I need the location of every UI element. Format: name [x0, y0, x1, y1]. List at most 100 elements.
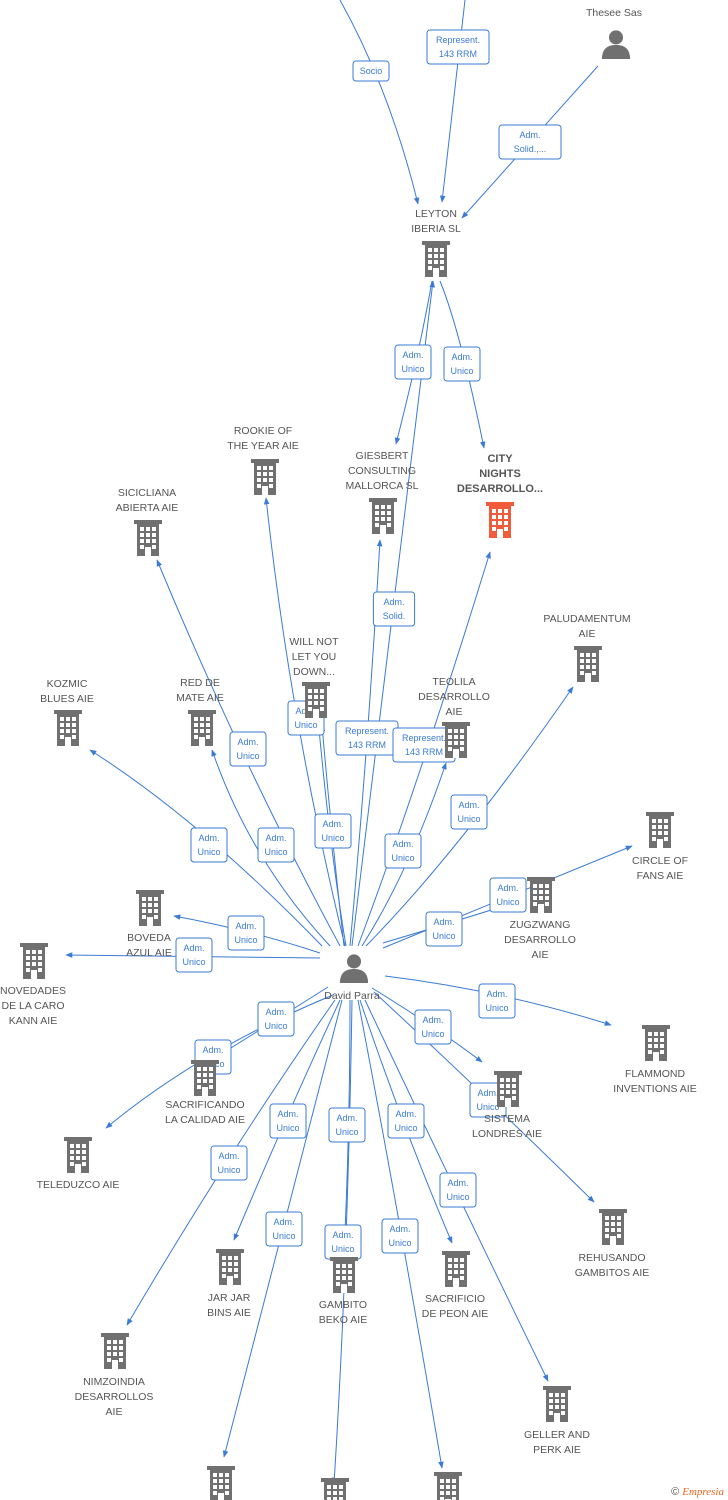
edge-label-jarjar[interactable]: Adm.Unico: [269, 1103, 307, 1139]
edge-label-box: [257, 1001, 295, 1037]
edge-label-box: [229, 731, 267, 767]
edge-david-to-city: [357, 551, 491, 947]
node-label: DE LA CARO: [1, 1000, 64, 1012]
edge-label-leyton[interactable]: Adm.Solid.,...: [498, 124, 562, 160]
edge-label-city[interactable]: Adm.Unico: [443, 346, 481, 382]
edge-label-text: Represent.: [345, 726, 389, 736]
node-label: ROOKIE OF: [234, 425, 292, 437]
node-label: FLAMMOND: [625, 1068, 686, 1080]
node-thesee[interactable]: Thesee Sas: [586, 7, 642, 59]
node-david[interactable]: David Parra: [324, 954, 380, 1002]
building-icon: [188, 710, 216, 746]
node-label: NIGHTS: [479, 468, 521, 480]
edge-label-paludamentum[interactable]: Adm.Unico: [450, 794, 488, 830]
edge-label-teolila[interactable]: Adm.Unico: [384, 833, 422, 869]
edge-label-giesbert[interactable]: Adm.Unico: [394, 344, 432, 380]
building-icon: [20, 943, 48, 979]
edge-label-giesbert[interactable]: Represent.143 RRM: [335, 720, 399, 756]
building-icon: [191, 1060, 219, 1096]
person-icon: [339, 954, 369, 983]
edge-label-bottom2[interactable]: Adm.Unico: [324, 1224, 362, 1260]
edge-label-text: Unico: [272, 1231, 295, 1241]
edge-label-willnot[interactable]: Adm.Unico: [314, 813, 352, 849]
edge-label-text: Unico: [335, 1127, 358, 1137]
edge-label-city[interactable]: Represent.143 RRM: [392, 727, 456, 763]
node-city[interactable]: CITYNIGHTSDESARROLLO...: [457, 453, 543, 538]
edge-label-text: Unico: [264, 1021, 287, 1031]
edge-label-sacrificio[interactable]: Adm.Unico: [387, 1103, 425, 1139]
edge-label-geller[interactable]: Adm.Unico: [439, 1172, 477, 1208]
edge-label-leyton[interactable]: Represent. 143 RRM: [426, 29, 490, 65]
building-icon: [599, 1209, 627, 1245]
edge-label-text: Represent.: [436, 35, 480, 45]
edge-label-gambito[interactable]: Adm.Unico: [328, 1107, 366, 1143]
node-label: LEYTON: [415, 208, 457, 220]
node-label: AIE: [532, 949, 549, 961]
edge-label-sacrificando[interactable]: Adm.Unico: [257, 1001, 295, 1037]
edge-label-text: 143 RRM: [439, 49, 477, 59]
edge-label-rookie[interactable]: Adm.Unico: [229, 731, 267, 767]
edge-label-kozmic[interactable]: Adm.Unico: [190, 827, 228, 863]
edge-label-box: [414, 1009, 452, 1045]
node-bottom3[interactable]: [434, 1472, 462, 1500]
edge-label-sistema[interactable]: Adm.Unico: [414, 1009, 452, 1045]
edge-label-boveda[interactable]: Adm.Unico: [227, 915, 265, 951]
credit[interactable]: © Empresia: [671, 1486, 724, 1498]
edge-label-text: Unico: [450, 366, 473, 376]
building-icon: [54, 710, 82, 746]
edge-label-bottom1[interactable]: Adm.Unico: [265, 1211, 303, 1247]
node-bottom2[interactable]: [321, 1478, 349, 1500]
node-label: RED DE: [180, 677, 220, 689]
edge-label-text: Unico: [401, 364, 424, 374]
edge-label-text: Unico: [457, 814, 480, 824]
node-teleduzco[interactable]: TELEDUZCO AIE: [37, 1137, 120, 1191]
node-label: SACRIFICANDO: [165, 1099, 244, 1111]
edge-label-box: [314, 813, 352, 849]
edge-label-text: Solid.,...: [514, 144, 547, 154]
building-icon: [207, 1466, 235, 1500]
edge-label-redde[interactable]: Adm.Unico: [257, 827, 295, 863]
building-icon: [64, 1137, 92, 1173]
edge-label-leyton[interactable]: Socio: [352, 60, 390, 82]
node-bottom1[interactable]: [207, 1466, 235, 1500]
copyright-symbol: ©: [671, 1486, 680, 1498]
edge-label-text: Adm.: [486, 989, 507, 999]
edge-label-text: Adm.: [183, 943, 204, 953]
edge-label-box: [372, 591, 416, 627]
edge-label-novedades[interactable]: Adm.Unico: [175, 937, 213, 973]
edge-label-flammond[interactable]: Adm.Unico: [478, 983, 516, 1019]
edge-label-zugzwang[interactable]: Adm.Unico: [425, 911, 463, 947]
edge-label-leyton[interactable]: Adm.Solid.: [372, 591, 416, 627]
edge-label-box: [269, 1103, 307, 1139]
edge-label-text: Adm.: [235, 921, 256, 931]
edge-label-circle[interactable]: Adm.Unico: [489, 877, 527, 913]
edge-label-box: [387, 1103, 425, 1139]
edge-label-bottom3[interactable]: Adm.Unico: [381, 1218, 419, 1254]
edge-label-nimzoindia[interactable]: Adm.Unico: [210, 1145, 248, 1181]
edge-label-text: Adm.: [322, 819, 343, 829]
